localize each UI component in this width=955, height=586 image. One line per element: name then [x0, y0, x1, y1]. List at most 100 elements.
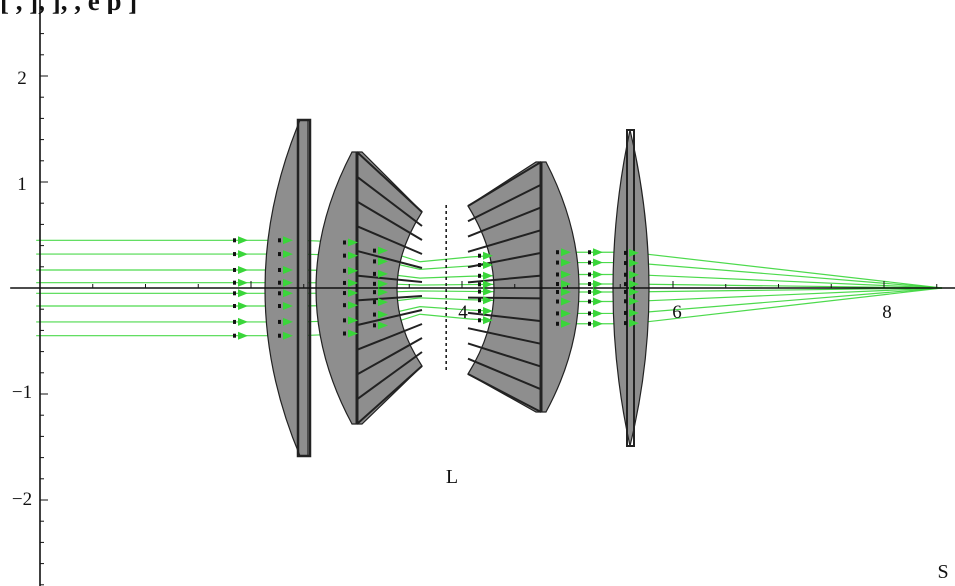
ray-arrow [629, 270, 639, 279]
ray-arrow [561, 248, 571, 257]
ray-marker [478, 263, 481, 268]
ray-marker [588, 250, 591, 255]
lens-2-facet [356, 365, 423, 425]
lens-2-facet [356, 323, 423, 351]
y-tick-label: −1 [12, 382, 32, 403]
ray-arrow [378, 269, 388, 278]
lens-3-facet [467, 373, 542, 413]
ray-marker [343, 303, 346, 308]
lens-3-facet [467, 296, 542, 300]
ray-marker [233, 252, 236, 257]
y-tick-label: 2 [17, 68, 27, 89]
ray-arrow [483, 287, 493, 296]
ray-arrow [629, 297, 639, 306]
ray-arrow [378, 298, 388, 307]
lens-2-facet [356, 309, 423, 327]
ray-arrow [238, 250, 248, 259]
ray-arrow [593, 248, 603, 257]
ray-marker [343, 268, 346, 273]
ray-arrow [561, 270, 571, 279]
ray-arrow [283, 331, 293, 340]
ray-marker [278, 238, 281, 243]
ray-arrow [238, 331, 248, 340]
ray-arrow [629, 287, 639, 296]
ray-arrow [348, 251, 358, 260]
ray-arrow [238, 265, 248, 274]
ray-marker [373, 312, 376, 317]
ray-arrow [483, 251, 493, 260]
x-tick-label: 6 [672, 302, 682, 323]
ray-marker [233, 304, 236, 309]
ray-marker [478, 282, 481, 287]
lens-2-facet [356, 249, 423, 269]
ray-marker [278, 333, 281, 338]
lens-label: L [446, 466, 458, 488]
y-tick-label: 1 [17, 174, 27, 195]
ray-arrow [283, 265, 293, 274]
ray-marker [588, 321, 591, 326]
ray-marker [233, 267, 236, 272]
ray-arrow [483, 306, 493, 315]
ray-marker [624, 321, 627, 326]
lens-2-facet [356, 225, 423, 255]
ray-arrow [283, 302, 293, 311]
ray-marker [556, 272, 559, 277]
ray-arrow [629, 259, 639, 268]
lens-2-facet [356, 175, 423, 227]
ray-marker [556, 321, 559, 326]
ray-marker [556, 289, 559, 294]
ray-marker [478, 253, 481, 258]
ray-arrow [378, 288, 388, 297]
ray-marker [233, 333, 236, 338]
ray-arrow [593, 309, 603, 318]
lens-3-facet [467, 206, 542, 238]
ray-arrow [593, 319, 603, 328]
ray-arrow [378, 257, 388, 266]
ray-marker [478, 273, 481, 278]
ray-arrow [238, 289, 248, 298]
ray-marker [233, 291, 236, 296]
ray-arrow [561, 297, 571, 306]
ray-arrow [378, 279, 388, 288]
ray-arrow [348, 316, 358, 325]
x-tick-label: 4 [458, 302, 468, 323]
lens-3-facet [467, 357, 542, 391]
screen-label: S [937, 561, 948, 583]
ray-marker [478, 298, 481, 303]
ray-marker [373, 290, 376, 295]
ray-marker [624, 272, 627, 277]
ray-arrow [283, 236, 293, 245]
ray-arrow [561, 319, 571, 328]
ray-marker [373, 248, 376, 253]
lens-2-facet [356, 351, 423, 401]
y-tick-label: −2 [12, 489, 32, 510]
ray-marker [588, 272, 591, 277]
ray-arrow [483, 271, 493, 280]
ray-arrow [629, 248, 639, 257]
ray-arrow [593, 297, 603, 306]
ray-marker [624, 299, 627, 304]
ray-marker [556, 311, 559, 316]
ray-arrow [629, 319, 639, 328]
ray-arrow [561, 258, 571, 267]
ray-marker [624, 250, 627, 255]
ray-marker [278, 280, 281, 285]
lens-3-facet [467, 274, 542, 284]
x-tick-label: 8 [882, 302, 892, 323]
ray-arrow [593, 258, 603, 267]
ray-marker [373, 281, 376, 286]
ray-marker [343, 280, 346, 285]
ray-marker [556, 282, 559, 287]
lens-2-facet [356, 274, 423, 283]
ray-arrow [561, 309, 571, 318]
ray-marker [343, 240, 346, 245]
lens-3-facet [467, 327, 542, 345]
ray-marker [278, 267, 281, 272]
ray-marker [343, 318, 346, 323]
ray-marker [233, 280, 236, 285]
ray-arrow [593, 280, 603, 289]
ray-marker [624, 310, 627, 315]
ray-arrow [483, 280, 493, 289]
ray-arrow [283, 317, 293, 326]
lens-2-facet [356, 200, 423, 241]
